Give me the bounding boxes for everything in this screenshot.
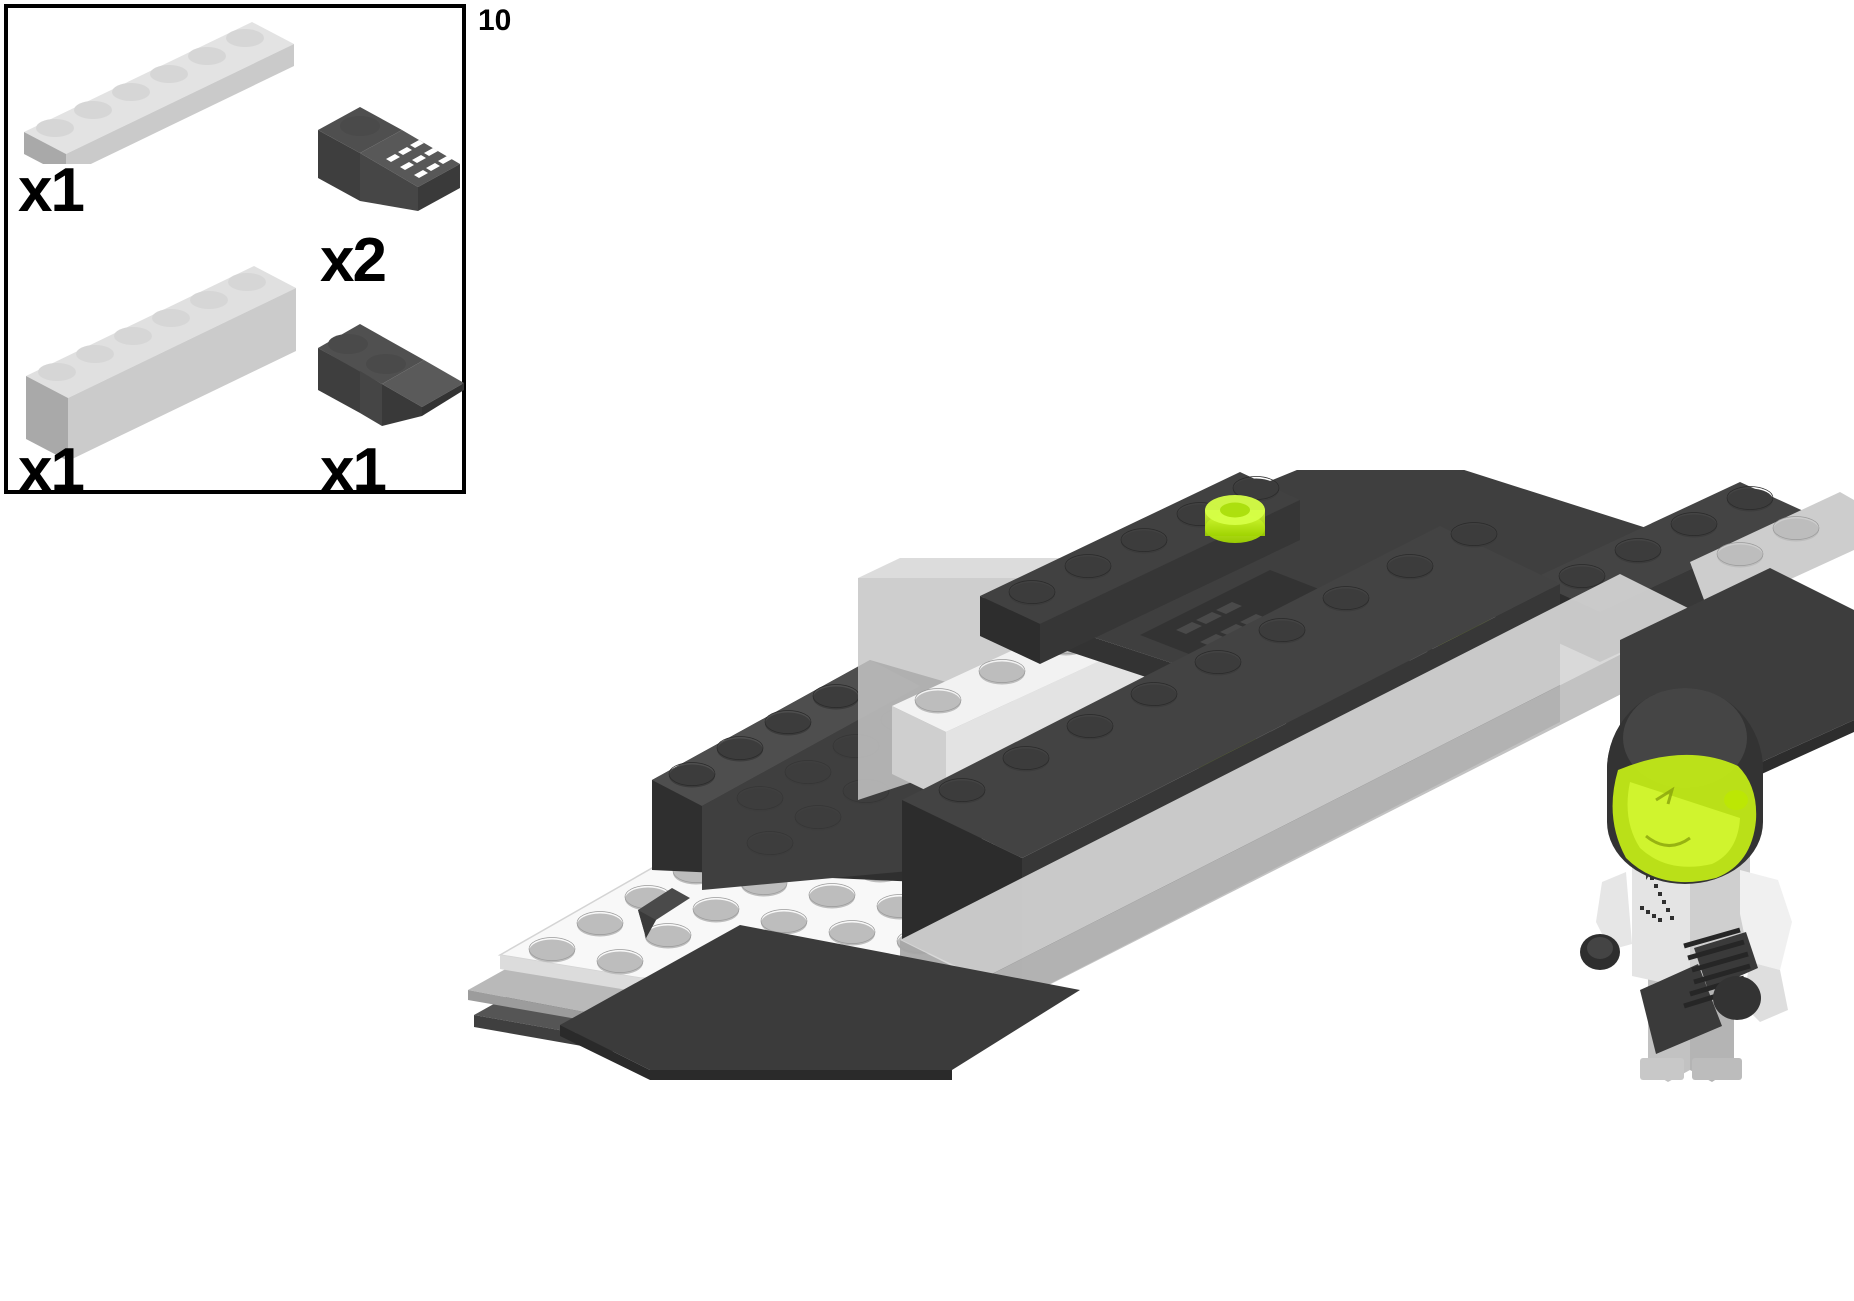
part-slope-2x2-darkgray [318, 324, 464, 426]
minifig-arms [1596, 870, 1792, 1022]
tail-black-cone [560, 925, 1080, 1080]
part-quantity-label: x1 [18, 156, 85, 225]
minifig-tool-nozzle [1640, 927, 1761, 1054]
part-slope-keypad-darkgray [318, 107, 460, 211]
part-brick-1x6-lightgray [26, 266, 296, 461]
part-quantity-label: x1 [320, 436, 387, 505]
neon-cylinder-top [1205, 495, 1265, 543]
part-plate-1x6-lightgray [24, 22, 294, 164]
part-quantity-label: x1 [18, 436, 85, 505]
minifigure [1580, 688, 1792, 1082]
nose-antenna [638, 888, 690, 938]
model-illustration [468, 470, 1854, 1082]
step-number: 10 [478, 4, 512, 37]
minifig-visor [1612, 754, 1757, 883]
parts-callout-box: x1 x2 x1 x1 [4, 4, 466, 502]
part-quantity-label: x2 [320, 226, 387, 295]
right-lightgray-plate [1690, 492, 1854, 616]
minifig-hand-left [1580, 934, 1620, 970]
